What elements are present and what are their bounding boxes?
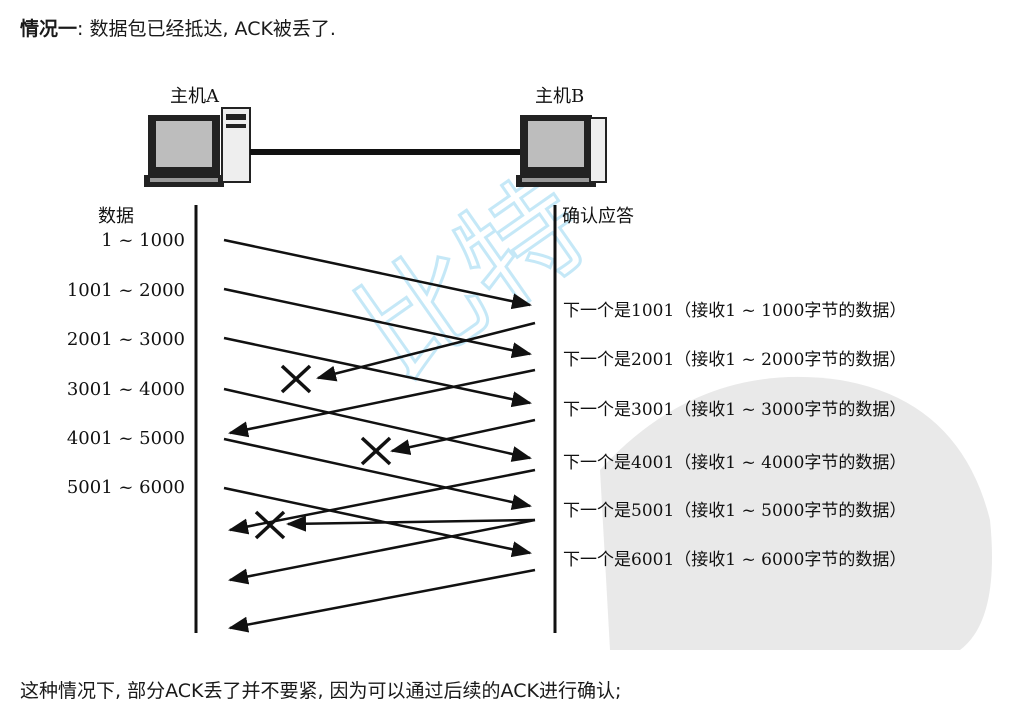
ack-label: 下一个是1001（接收1 ~ 1000字节的数据）: [563, 301, 906, 321]
segment-label: 2001 ~ 3000: [67, 329, 185, 350]
host-a-computer-icon: [144, 108, 250, 187]
host-a-label: 主机A: [170, 86, 220, 107]
host-b-label: 主机B: [535, 86, 584, 107]
footer-text: 这种情况下, 部分ACK丢了并不要紧, 因为可以通过后续的ACK进行确认;: [20, 676, 621, 706]
ack-arrow: [230, 570, 535, 628]
ack-column-label: 确认应答: [562, 206, 634, 227]
data-column-label: 数据: [98, 206, 134, 227]
ack-label: 下一个是2001（接收1 ~ 2000字节的数据）: [563, 350, 906, 370]
lost-ack-arrow: [392, 420, 535, 451]
ack-label: 下一个是4001（接收1 ~ 4000字节的数据）: [563, 453, 906, 473]
ack-label: 下一个是3001（接收1 ~ 3000字节的数据）: [563, 400, 906, 420]
ack-label: 下一个是6001（接收1 ~ 6000字节的数据）: [563, 550, 906, 570]
lost-ack-arrow: [288, 520, 535, 524]
segment-labels: 1 ~ 1000 1001 ~ 2000 2001 ~ 3000 3001 ~ …: [67, 230, 185, 498]
segment-label: 1 ~ 1000: [101, 230, 185, 251]
segment-label: 1001 ~ 2000: [67, 280, 185, 301]
lost-x-icon: [282, 366, 310, 392]
segment-label: 4001 ~ 5000: [67, 428, 185, 449]
host-b-computer-icon: [516, 115, 606, 187]
segment-label: 3001 ~ 4000: [67, 379, 185, 400]
ack-arrows: [230, 323, 535, 628]
segment-label: 5001 ~ 6000: [67, 477, 185, 498]
ack-label: 下一个是5001（接收1 ~ 5000字节的数据）: [563, 501, 906, 521]
lost-x-icon: [362, 438, 390, 464]
